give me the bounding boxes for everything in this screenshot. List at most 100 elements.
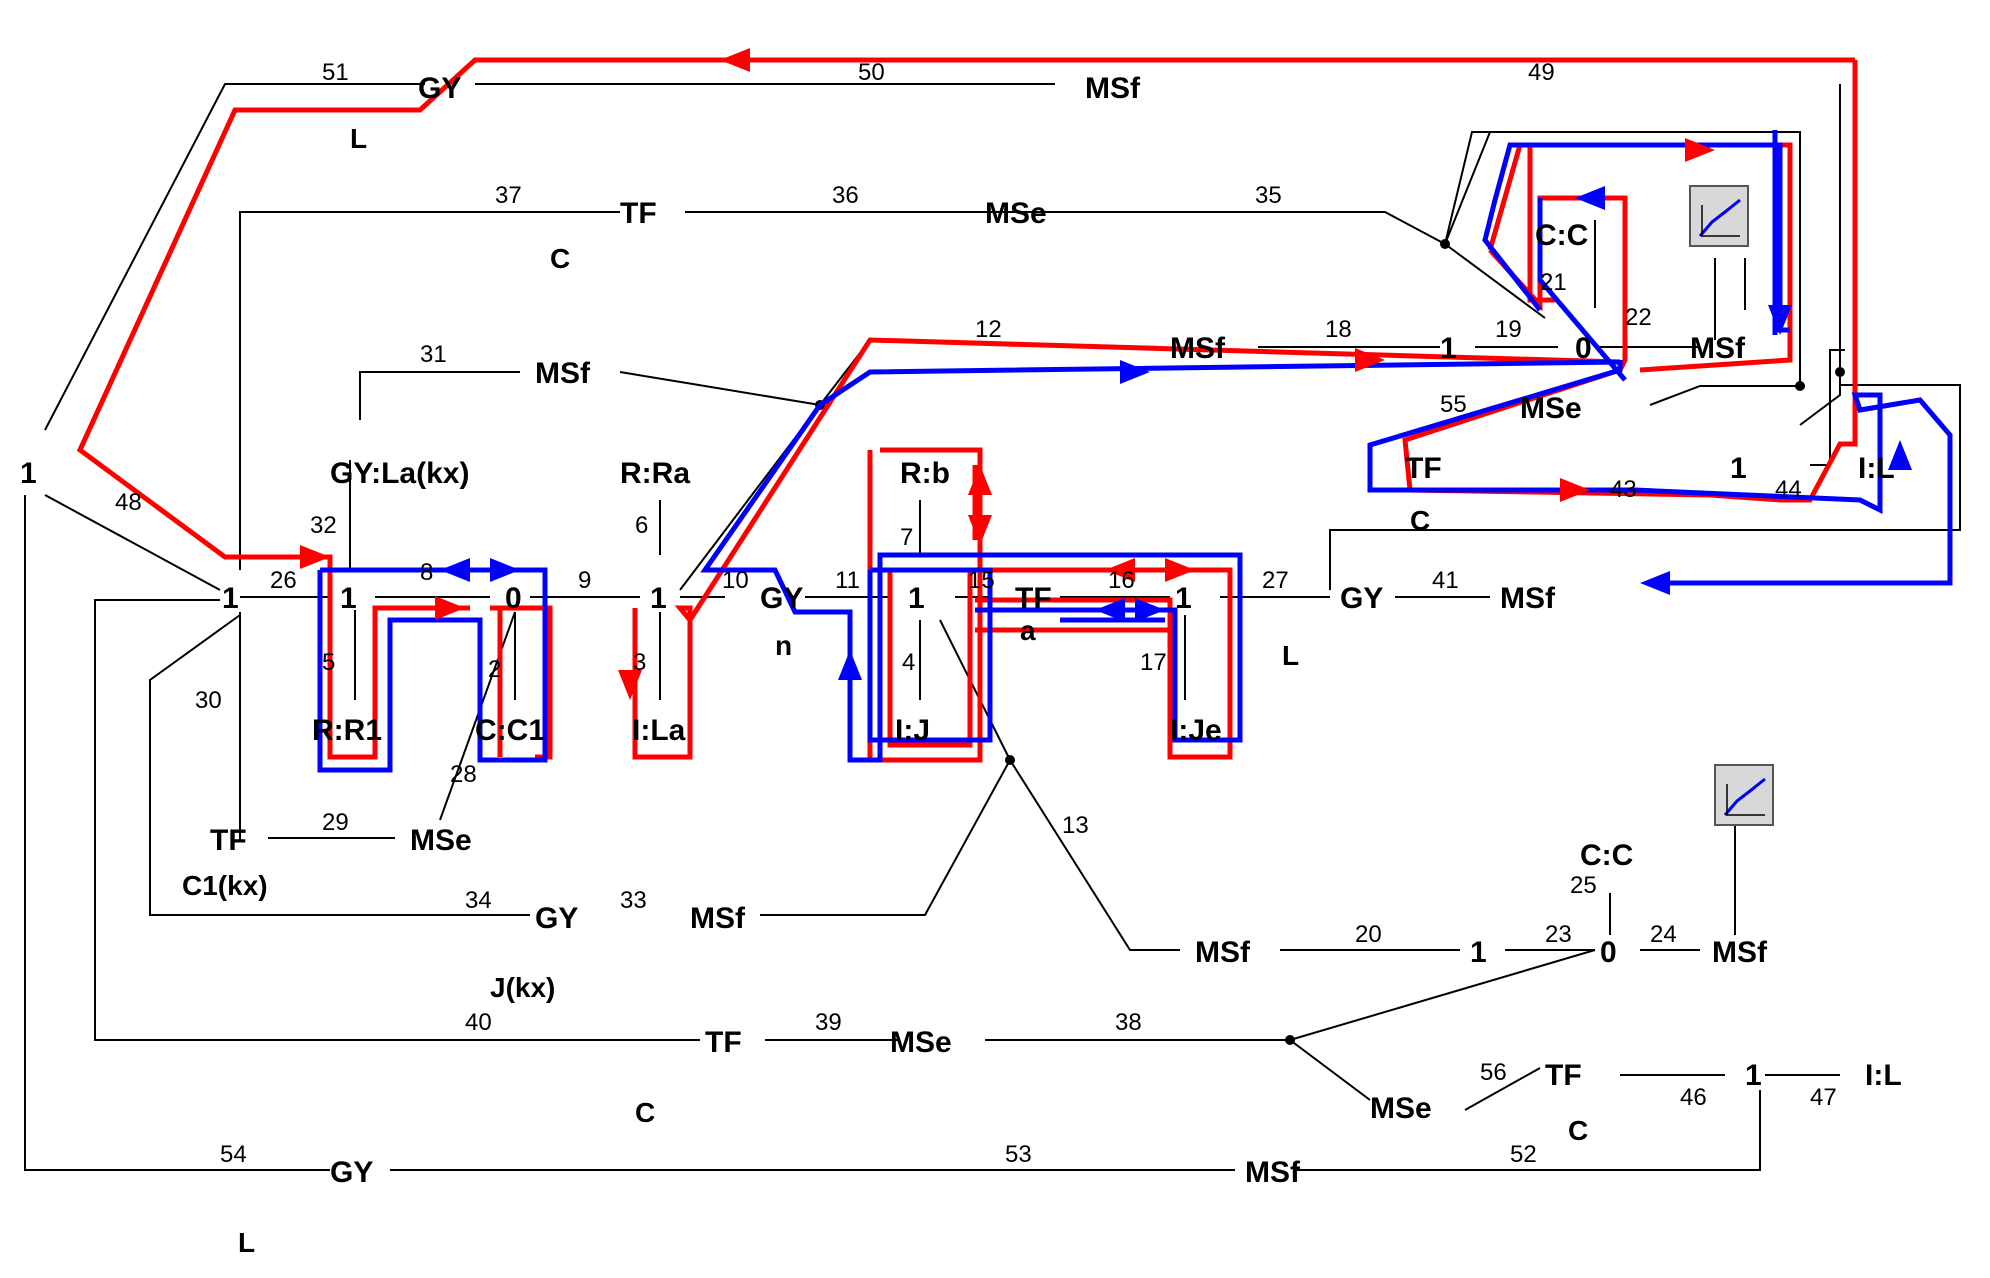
bond-number: 17 (1140, 649, 1167, 676)
node-one-junction: 1 (908, 582, 925, 615)
node-r-ra: R:Ra (620, 457, 690, 490)
node-zero-junction: 0 (1600, 936, 1617, 969)
bond-number: 9 (578, 567, 591, 594)
node-msf: MSf (535, 357, 591, 390)
node-one-junction: 1 (222, 582, 239, 615)
bond-number: 20 (1355, 921, 1382, 948)
bond-number: 37 (495, 182, 522, 209)
node-one-junction: 1 (1175, 582, 1192, 615)
bond-number: 54 (220, 1141, 247, 1168)
red-arrowhead (300, 545, 330, 569)
param-label: L (350, 123, 367, 154)
bond-number: 28 (450, 761, 477, 788)
bond-number: 6 (635, 512, 648, 539)
red-arrowhead (720, 48, 750, 72)
bond-number: 22 (1625, 304, 1652, 331)
node-zero-junction: 0 (505, 582, 522, 615)
node-tf: TF (1545, 1059, 1582, 1092)
node-one-junction: 1 (650, 582, 667, 615)
bond-number: 5 (322, 649, 335, 676)
param-label: L (1282, 640, 1299, 671)
node-i-l: I:L (1865, 1059, 1902, 1092)
bond-number: 13 (1062, 812, 1089, 839)
bond-number: 16 (1108, 567, 1135, 594)
node-mse: MSe (890, 1026, 952, 1059)
blue-arrowhead (1768, 305, 1792, 335)
node-i-l: I:L (1858, 452, 1895, 485)
node-one-junction: 1 (340, 582, 357, 615)
bond-number: 8 (420, 559, 433, 586)
parameter-labels: L C C L C1(kx) J(kx) C C L n a (182, 123, 1588, 1258)
lookup-table-icons (1689, 185, 1774, 826)
bond-number: 43 (1610, 476, 1637, 503)
bond-number: 51 (322, 59, 349, 86)
node-c-c: C:C (1535, 219, 1588, 252)
param-label: L (238, 1227, 255, 1258)
node-gy: GY (330, 1156, 373, 1189)
node-mse: MSe (410, 824, 472, 857)
node-msf: MSf (1712, 936, 1768, 969)
node-i-j: I:J (895, 714, 930, 747)
bond-number: 10 (722, 567, 749, 594)
node-i-la: I:La (632, 714, 686, 747)
bond-number: 19 (1495, 316, 1522, 343)
bond-number: 4 (902, 649, 915, 676)
param-label: C (550, 243, 570, 274)
blue-arrowhead (1135, 598, 1165, 622)
blue-causal-paths (317, 130, 1953, 773)
node-msf: MSf (1170, 332, 1226, 365)
junction-dot (1005, 755, 1015, 765)
bond-number: 38 (1115, 1009, 1142, 1036)
node-one-junction: 1 (1440, 332, 1457, 365)
red-arrowhead (1355, 348, 1385, 372)
blue-arrowhead (1120, 360, 1150, 384)
blue-arrowhead (838, 650, 862, 680)
node-c-c: C:C (1580, 839, 1633, 872)
node-gy: GY (418, 72, 461, 105)
blue-arrowhead (1640, 571, 1670, 595)
node-gy: GY (535, 902, 578, 935)
node-msf: MSf (1245, 1156, 1301, 1189)
red-arrowhead (618, 670, 642, 700)
node-r-r1: R:R1 (312, 714, 382, 747)
bond-number: 34 (465, 887, 492, 914)
red-arrowhead (1165, 558, 1195, 582)
axes-icon (1701, 205, 1740, 237)
node-one-junction: 1 (1470, 936, 1487, 969)
bond-number: 30 (195, 687, 222, 714)
bond-number: 56 (1480, 1059, 1507, 1086)
bond-number: 7 (900, 524, 913, 551)
bond-number: 44 (1775, 476, 1802, 503)
node-gy: GY (1340, 582, 1383, 615)
red-arrowhead (1685, 138, 1715, 162)
curve-icon (1723, 777, 1766, 816)
bond-number: 29 (322, 809, 349, 836)
junction-dot (1440, 239, 1450, 249)
node-msf: MSf (690, 902, 746, 935)
bond-number: 46 (1680, 1084, 1707, 1111)
param-label: C (1568, 1115, 1588, 1146)
red-causal-paths (76, 57, 1858, 763)
bond-number: 12 (975, 316, 1002, 343)
red-arrowhead (1560, 478, 1590, 502)
bond-number: 55 (1440, 391, 1467, 418)
node-r-b: R:b (900, 457, 950, 490)
param-label: a (1020, 615, 1036, 646)
blue-arrowhead (490, 558, 520, 582)
node-tf: TF (705, 1026, 742, 1059)
node-msf: MSf (1195, 936, 1251, 969)
blue-arrowhead (1095, 598, 1125, 622)
junction-dot (1835, 367, 1845, 377)
node-tf: TF (210, 824, 247, 857)
element-labels: GY MSf TF MSe MSf MSf 1 0 MSf C:C MSe TF… (20, 72, 1902, 1189)
bond-number: 27 (1262, 567, 1289, 594)
bond-number: 26 (270, 567, 297, 594)
junction-dot (1795, 381, 1805, 391)
bond-number: 18 (1325, 316, 1352, 343)
node-mse: MSe (985, 197, 1047, 230)
bond-number: 47 (1810, 1084, 1837, 1111)
bond-number: 36 (832, 182, 859, 209)
node-tf: TF (1015, 582, 1052, 615)
